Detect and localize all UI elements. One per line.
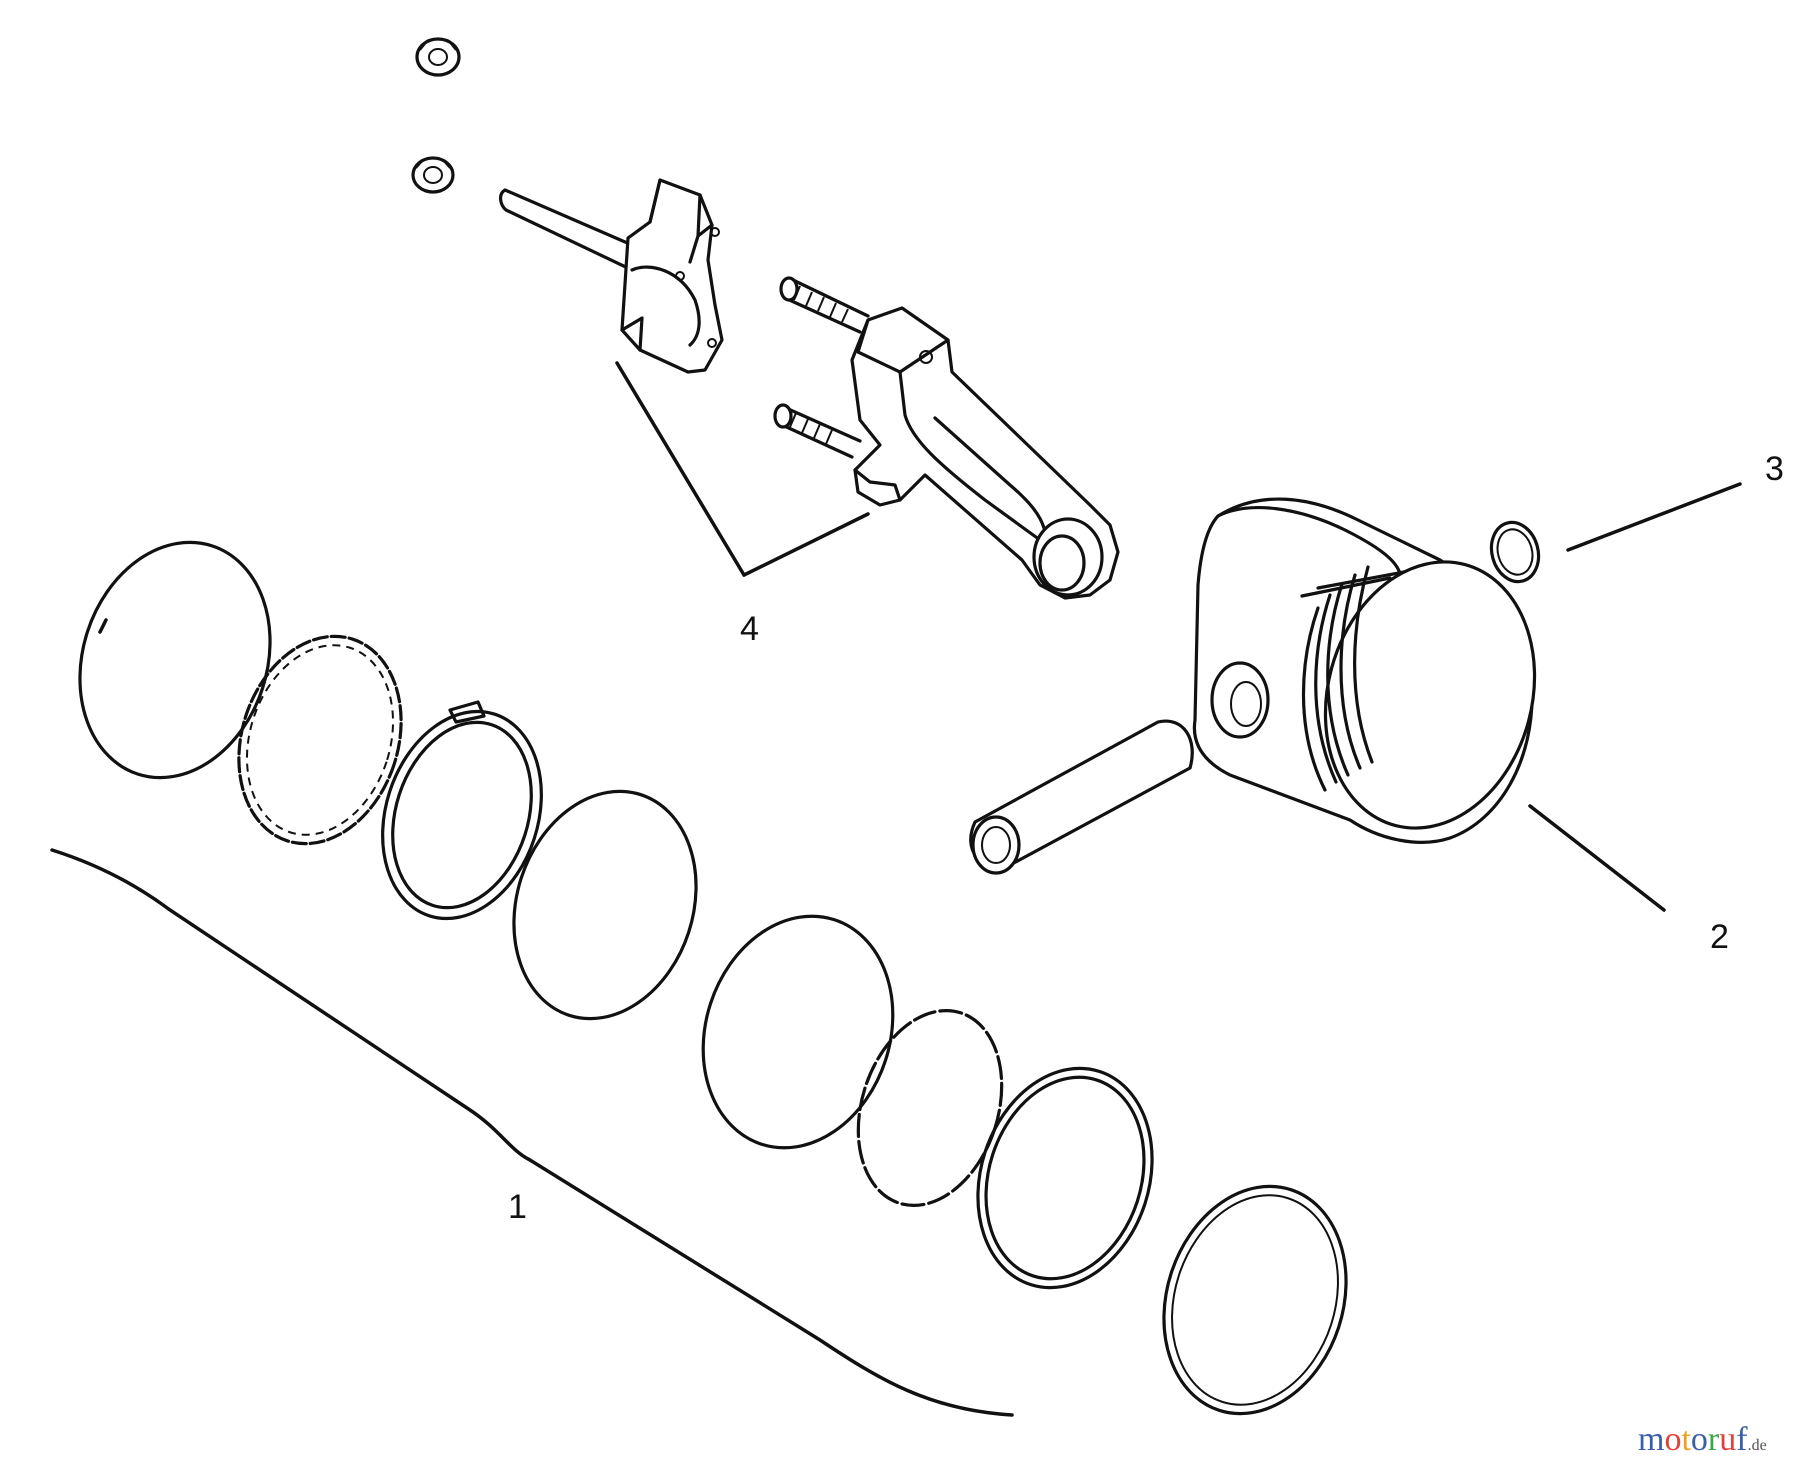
ring-set-b [701,914,1348,1416]
bracket-1 [50,848,1014,1417]
piston [1192,497,1537,844]
ring-set-a [78,540,698,1021]
callout-3: 3 [1765,450,1784,488]
leader-4-lower [742,512,870,577]
watermark-letter-1: m [1638,1421,1664,1458]
lower-nut [411,156,455,194]
watermark-suffix: .de [1748,1437,1767,1454]
retaining-ring [1489,520,1541,584]
leader-2 [1528,804,1666,912]
piston-pin [969,719,1194,875]
callout-4: 4 [740,610,759,648]
watermark-letter-3: t [1681,1421,1691,1458]
watermark-letter-7: f [1736,1421,1748,1458]
connecting-rod [773,276,1120,600]
rod-cap [499,178,724,374]
upper-nut [415,37,461,77]
leader-3 [1566,482,1742,552]
watermark-letter-6: u [1719,1421,1736,1458]
callout-2: 2 [1710,918,1729,956]
watermark-letter-5: r [1708,1421,1720,1458]
watermark-letter-2: o [1664,1421,1681,1458]
watermark-letter-4: o [1691,1421,1708,1458]
site-watermark: motoruf.de [1638,1421,1767,1458]
callout-1: 1 [508,1188,527,1226]
leader-4-upper [615,361,746,577]
